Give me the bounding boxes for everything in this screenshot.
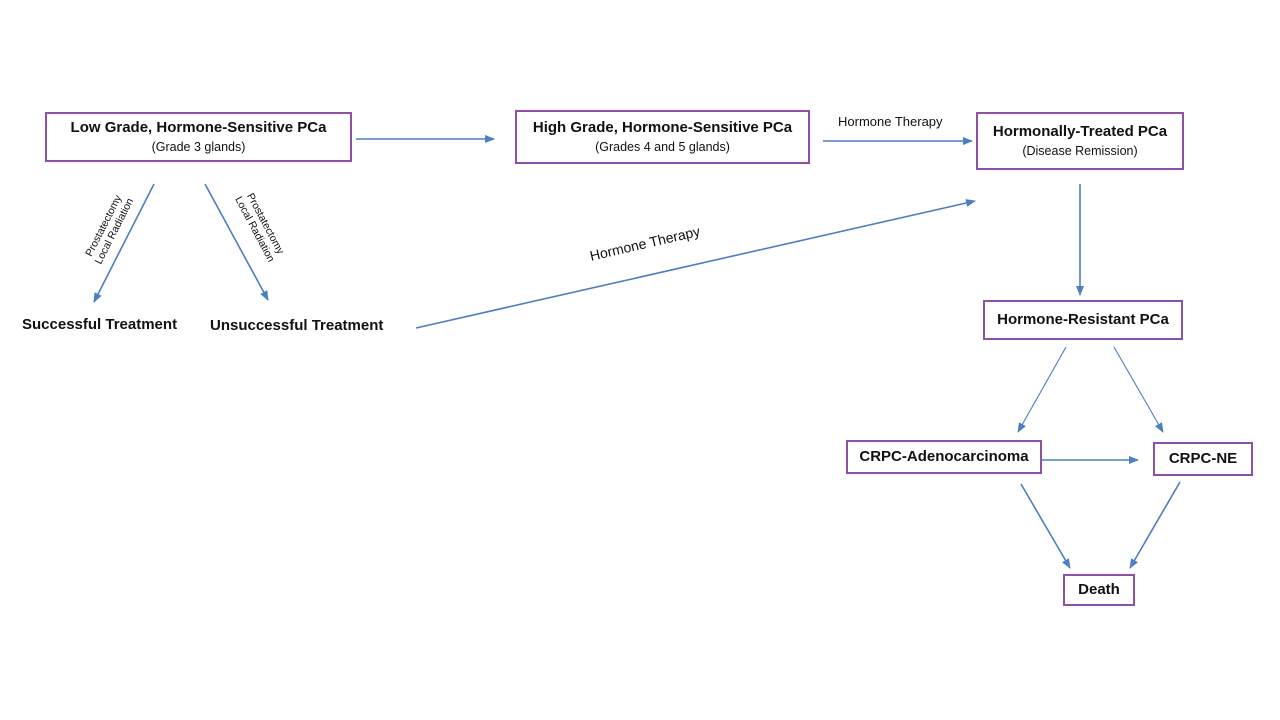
- node-high-grade-subtitle: (Grades 4 and 5 glands): [595, 140, 730, 154]
- node-death: Death: [1063, 574, 1135, 606]
- node-high-grade: High Grade, Hormone-Sensitive PCa (Grade…: [515, 110, 810, 164]
- node-low-grade-title: Low Grade, Hormone-Sensitive PCa: [70, 119, 327, 136]
- node-low-grade-subtitle: (Grade 3 glands): [151, 140, 246, 154]
- arrow-low-to-successful: [93, 183, 155, 303]
- arrow-resistant-to-ne: [1113, 346, 1164, 433]
- node-hormone-resistant: Hormone-Resistant PCa: [983, 300, 1183, 340]
- node-crpc-ne-title: CRPC-NE: [1168, 450, 1238, 467]
- arrow-ne-to-death: [1129, 481, 1181, 569]
- node-death-title: Death: [1078, 581, 1120, 598]
- node-crpc-adeno: CRPC-Adenocarcinoma: [846, 440, 1042, 474]
- arrow-resistant-to-adeno: [1017, 346, 1067, 433]
- outcome-successful: Successful Treatment: [22, 316, 178, 333]
- node-hormonally-treated: Hormonally-Treated PCa (Disease Remissio…: [976, 112, 1184, 170]
- arrow-adeno-to-death: [1020, 483, 1071, 569]
- node-hormonally-treated-subtitle: (Disease Remission): [1022, 144, 1138, 158]
- node-low-grade: Low Grade, Hormone-Sensitive PCa (Grade …: [45, 112, 352, 162]
- outcome-unsuccessful: Unsuccessful Treatment: [210, 317, 384, 334]
- node-hormonally-treated-title: Hormonally-Treated PCa: [992, 123, 1168, 140]
- arrow-low-to-unsuccessful: [204, 183, 269, 301]
- arrow-unsuccessful-to-treated: [415, 199, 976, 329]
- edge-label-hormone-therapy-top: Hormone Therapy: [838, 114, 943, 129]
- node-crpc-ne: CRPC-NE: [1153, 442, 1253, 476]
- node-hormone-resistant-title: Hormone-Resistant PCa: [997, 311, 1169, 328]
- node-crpc-adeno-title: CRPC-Adenocarcinoma: [859, 448, 1029, 465]
- node-high-grade-title: High Grade, Hormone-Sensitive PCa: [532, 119, 793, 136]
